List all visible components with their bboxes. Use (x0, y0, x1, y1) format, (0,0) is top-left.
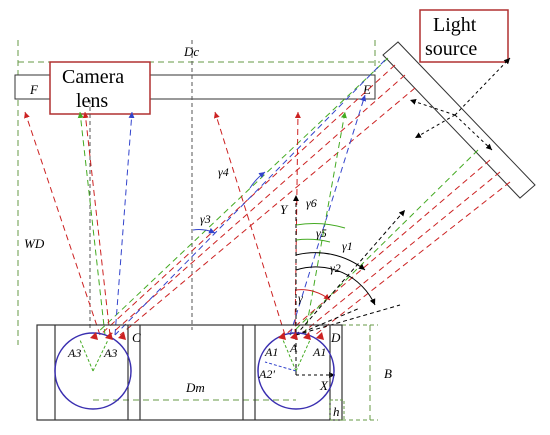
reflection-points (90, 332, 324, 340)
roller-radii (79, 339, 311, 372)
point-a1-left-label: A1 (264, 345, 278, 359)
camera-lens-box (49, 61, 151, 115)
light-panel-normal-arrows (409, 57, 511, 151)
y-axis-label: Y (280, 202, 289, 217)
dc-label: Dc (183, 44, 199, 59)
gamma6-label: γ6 (306, 196, 317, 210)
point-e-label: E (362, 82, 371, 97)
point-a3-right-label: A3 (103, 346, 117, 360)
h-dimension-box (329, 399, 345, 421)
gamma4-label: γ4 (218, 165, 229, 179)
point-c-label: C (132, 330, 141, 345)
gamma5-label: γ5 (316, 226, 327, 240)
angle-guide-lines (295, 209, 406, 336)
camera-lens-label-line2: lens (76, 90, 108, 112)
gamma1-label: γ1 (342, 239, 353, 253)
point-a2-prime-label: A2' (258, 367, 275, 381)
left-roller (54, 332, 132, 410)
reflected-rays (24, 94, 367, 336)
b-dimension (342, 324, 378, 421)
b-label: B (384, 366, 392, 381)
point-d-label: D (330, 330, 341, 345)
light-source-label-line1: Light (433, 14, 477, 36)
wd-label: WD (24, 236, 45, 251)
h-label: h (333, 404, 340, 419)
dm-label: Dm (185, 380, 205, 395)
angle-arcs (192, 171, 376, 306)
light-panel (382, 41, 536, 199)
gamma3-label: γ3 (200, 212, 211, 226)
point-a-label: A (289, 341, 298, 355)
illumination-rays-blue (114, 59, 386, 336)
x-axis-label: X (319, 378, 329, 393)
point-a3-left-label: A3 (67, 346, 81, 360)
light-source-label-line2: source (425, 38, 477, 60)
point-a1-right-label: A1 (312, 345, 326, 359)
gamma-label: γ (298, 291, 303, 305)
camera-lens-label-line1: Camera (62, 66, 124, 88)
light-source-box (419, 9, 509, 63)
gamma2-label: γ2 (330, 261, 341, 275)
point-f-label: F (29, 82, 39, 97)
illumination-rays (99, 64, 511, 336)
illumination-rays-green (94, 57, 479, 336)
